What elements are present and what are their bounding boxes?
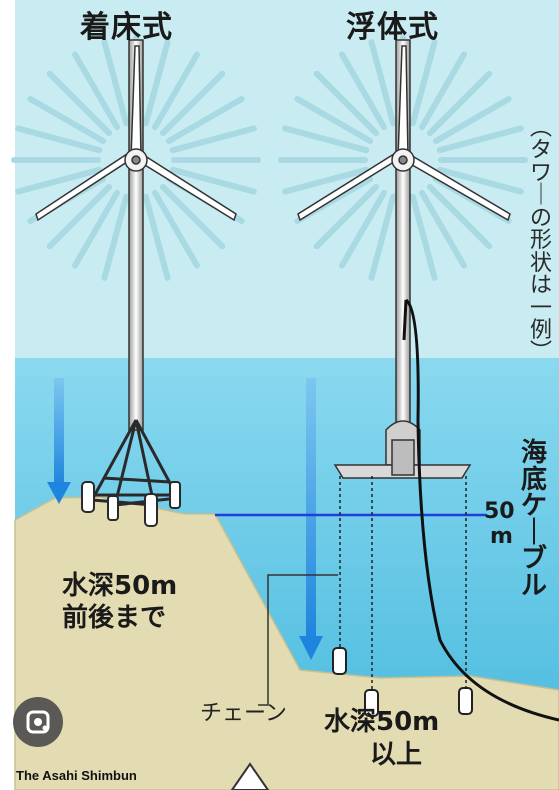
google-lens-icon[interactable]	[13, 697, 63, 747]
sunburst-ray	[15, 166, 103, 195]
depth-arrow-floating	[299, 378, 323, 660]
triangle-up-icon[interactable]	[230, 762, 270, 790]
sunburst-ray	[426, 70, 493, 137]
subsea-cable-label-char: ブ	[520, 544, 547, 575]
subsea-cable-label: 海底ケ｜ブル	[519, 440, 549, 599]
sunburst-ray	[159, 70, 226, 137]
sunburst-ray	[142, 39, 171, 127]
depth-marker-unit: m	[490, 524, 513, 549]
tower-shape-note-char: 例	[529, 317, 552, 343]
tower-shape-note-char: ワ	[529, 160, 552, 186]
sunburst-ray	[101, 193, 130, 281]
left-margin	[0, 0, 15, 790]
fixed-rotor	[35, 45, 237, 222]
fixed-depth-line1: 水深50m	[62, 571, 178, 601]
sunburst-ray	[282, 166, 370, 195]
subsea-cable-label-char: ｜	[520, 517, 547, 548]
tower-shape-note-char: タ	[529, 138, 552, 164]
fixed-depth-line2: 前後まで	[62, 603, 167, 633]
tower-shape-note-char: ︶	[529, 340, 552, 366]
tower-shape-note-char: 形	[529, 228, 552, 254]
mooring-chains	[339, 476, 467, 690]
floating-depth-line1: 水深50m	[324, 707, 440, 737]
sunburst-ray	[339, 51, 387, 131]
sunburst-ray	[436, 166, 524, 195]
sunburst-ray	[339, 189, 387, 269]
sunburst-ray	[419, 189, 467, 269]
tower-shape-note-char: ︵	[529, 116, 552, 141]
sunburst-ray	[72, 189, 120, 269]
floating-rotor	[297, 45, 511, 222]
sunburst-ray	[27, 96, 107, 144]
sunburst-ray	[294, 96, 374, 144]
sunburst-ray	[169, 166, 257, 195]
cable-riser	[402, 299, 408, 341]
sunburst-ray	[368, 39, 397, 127]
title-floating: 浮体式	[346, 10, 439, 45]
tower-shape-note-char: 状	[529, 250, 552, 276]
subsea-cable-label-char: 海	[520, 438, 547, 468]
sunburst-ray	[313, 70, 380, 137]
sunburst-ray	[46, 70, 113, 137]
title-fixed: 着床式	[80, 10, 173, 45]
fixed-foundation-legs	[81, 481, 181, 527]
sunburst-ray	[169, 125, 257, 154]
chain-label: チェーン	[200, 701, 287, 726]
mooring-anchors	[332, 647, 473, 717]
floating-platform	[333, 420, 472, 479]
sunburst-ray	[426, 183, 493, 250]
credit-text: The Asahi Shimbun	[16, 768, 137, 783]
sunburst-ray	[313, 183, 380, 250]
depth-marker-value: 50	[484, 499, 515, 524]
subsea-cable	[404, 298, 559, 722]
depth-arrow-fixed	[47, 378, 71, 504]
sunburst-ray	[419, 51, 467, 131]
sunburst-ray	[101, 39, 130, 127]
tower-shape-note-char: の	[529, 205, 552, 231]
sunburst-ray	[159, 183, 226, 250]
sunburst-ray	[46, 183, 113, 250]
chain-leader-line	[258, 574, 338, 706]
sunburst-ray	[409, 39, 438, 127]
tower-shape-note-char: ｜	[529, 183, 552, 209]
sunburst-ray	[282, 125, 370, 154]
subsea-cable-label-char: ケ	[520, 491, 547, 522]
subsea-cable-label-char: ル	[520, 570, 547, 601]
floating-depth-line2: 以上	[370, 740, 423, 770]
tower-shape-note-char: は	[529, 273, 552, 299]
sunburst-ray	[152, 51, 200, 131]
subsea-cable-label-char: 底	[520, 464, 547, 495]
sunburst-ray	[432, 96, 512, 144]
sunburst-ray	[368, 193, 397, 281]
tower-shape-note-char: 一	[529, 295, 552, 321]
tower-shape-note: ︵タワ｜の形状は一例︶	[527, 116, 555, 366]
sunburst-ray	[142, 193, 171, 281]
sunburst-ray	[165, 96, 245, 144]
sunburst-ray	[152, 189, 200, 269]
sunburst-ray	[15, 125, 103, 154]
sunburst-ray	[409, 193, 438, 281]
sunburst-ray	[72, 51, 120, 131]
sunburst-ray	[436, 125, 524, 154]
